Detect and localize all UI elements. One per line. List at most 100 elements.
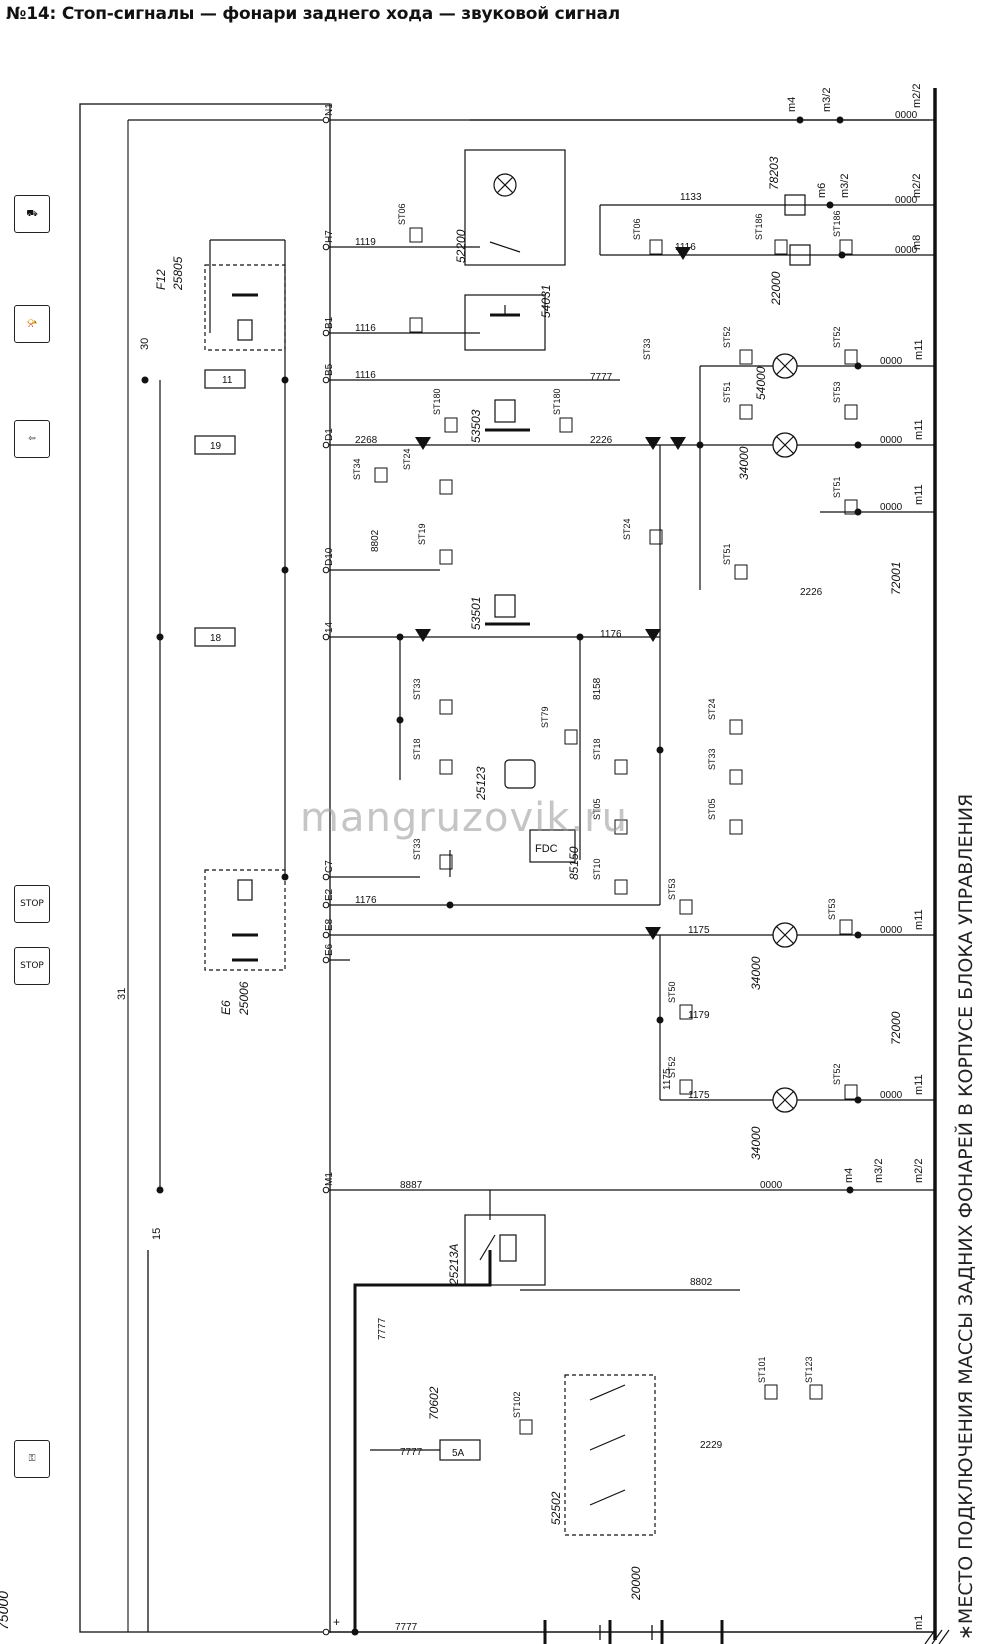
svg-text:ST51: ST51 [722,543,732,565]
side-labels: 30 31 15 [116,338,163,1240]
fuse-5a [439,1439,481,1461]
svg-text:7777: 7777 [590,372,613,383]
svg-text:ST102: ST102 [512,1391,522,1418]
svg-text:2268: 2268 [355,435,378,446]
stop-lamp-icon: STOP [14,885,50,923]
reverse-icon: ⇦ [14,420,50,458]
svg-text:18: 18 [210,633,222,644]
pin-labels: N1 H7 B1 B5 D1 D10 14 C7 E2 E8 E6 M1 + [324,103,340,1629]
svg-text:2226: 2226 [800,587,823,598]
svg-text:30: 30 [139,338,151,350]
svg-text:70602: 70602 [427,1386,441,1420]
svg-text:0000: 0000 [880,502,903,513]
svg-text:25123: 25123 [474,766,488,801]
svg-text:53503: 53503 [469,409,483,443]
svg-text:ST33: ST33 [642,338,652,360]
svg-text:m2/2: m2/2 [911,84,923,108]
svg-text:m11: m11 [913,419,925,440]
svg-text:D10: D10 [324,547,335,566]
svg-text:ST52: ST52 [667,1056,677,1078]
svg-text:ST52: ST52 [722,326,732,348]
svg-text:ST18: ST18 [592,738,602,760]
svg-text:m2/2: m2/2 [913,1159,925,1183]
svg-text:ST33: ST33 [412,678,422,700]
svg-text:8802: 8802 [370,529,381,552]
svg-text:0000: 0000 [895,195,918,206]
ground-labels: m4 m3/2 m2/2 m6 m3/2 m2/2 m8 m11 m11 m11… [786,84,925,1630]
svg-text:8158: 8158 [592,677,603,700]
wire-labels: 0000 0000 0000 0000 0000 0000 0000 0000 … [355,110,918,1633]
svg-text:1133: 1133 [680,192,702,203]
svg-text:m2/2: m2/2 [911,174,923,198]
relay-25213a [464,1214,546,1286]
fuse-18 [194,627,236,647]
svg-text:ST79: ST79 [540,706,550,728]
svg-text:11: 11 [222,375,233,386]
svg-text:m4: m4 [786,97,798,112]
svg-text:7777: 7777 [395,1622,418,1633]
footnote: ∗МЕСТО ПОДКЛЮЧЕНИЯ МАССЫ ЗАДНИХ ФОНАРЕЙ … [955,793,977,1640]
svg-text:54031: 54031 [539,285,553,318]
svg-text:78203: 78203 [767,156,781,190]
svg-text:5A: 5A [452,1448,465,1459]
fuse-19 [194,435,236,455]
svg-text:1175: 1175 [662,1068,673,1090]
svg-text:0000: 0000 [880,1090,903,1101]
watermark: mangruzovik.ru [300,795,628,841]
control-box-outline [79,103,331,1633]
svg-text:ST53: ST53 [667,878,677,900]
svg-text:ST06: ST06 [632,218,642,240]
svg-text:ST24: ST24 [402,448,412,470]
fuse-11 [204,369,246,389]
svg-text:25213A: 25213A [447,1244,461,1286]
svg-text:ST186: ST186 [754,213,764,240]
svg-text:E6: E6 [219,1000,233,1015]
svg-text:53501: 53501 [469,597,483,630]
svg-text:ST180: ST180 [432,388,442,415]
connector-labels: ST06 ST180 ST180 ST24 ST34 ST19 ST24 ST3… [352,203,842,1418]
svg-text:ST10: ST10 [592,858,602,880]
svg-text:m6: m6 [816,183,828,198]
svg-text:20000: 20000 [629,1566,643,1601]
trailer-icon: ⛟ [14,195,50,233]
svg-text:1175: 1175 [688,925,710,936]
svg-text:22000: 22000 [769,271,783,306]
svg-text:1176: 1176 [355,895,377,906]
svg-text:1116: 1116 [355,370,376,381]
component-labels: F12 25805 E6 25006 11 19 18 52200 54031 … [154,156,903,1601]
svg-text:ST51: ST51 [722,381,732,403]
svg-text:B1: B1 [324,316,335,329]
svg-text:ST53: ST53 [827,898,837,920]
fdc-box [529,829,576,863]
horn-button-54031 [464,294,546,351]
svg-text:ST180: ST180 [552,388,562,415]
svg-text:ST18: ST18 [412,738,422,760]
svg-text:25006: 25006 [237,981,251,1016]
svg-text:m1: m1 [913,1615,925,1630]
svg-text:ST52: ST52 [832,326,842,348]
relay-e6 [204,869,286,971]
fdc-label: FDC [535,843,558,855]
svg-text:m3/2: m3/2 [873,1159,885,1183]
svg-text:7777: 7777 [400,1447,423,1458]
svg-text:8802: 8802 [690,1277,713,1288]
svg-text:F12: F12 [154,269,168,290]
svg-text:8887: 8887 [400,1180,423,1191]
svg-text:1179: 1179 [688,1010,710,1021]
svg-text:+: + [333,1615,340,1629]
svg-text:34000: 34000 [749,1126,763,1160]
svg-text:34000: 34000 [749,956,763,990]
svg-text:54000: 54000 [754,366,768,400]
svg-text:0000: 0000 [880,925,903,936]
switch-52200 [464,149,566,266]
svg-text:m4: m4 [843,1168,855,1183]
svg-text:m11: m11 [913,1074,925,1095]
svg-text:1116: 1116 [675,242,696,253]
svg-text:25805: 25805 [171,256,185,291]
svg-text:ST33: ST33 [707,748,717,770]
svg-text:85150: 85150 [567,846,581,880]
svg-text:31: 31 [116,988,128,1000]
stop-lamp-trailer-icon: STOP [14,947,50,985]
svg-text:0000: 0000 [880,435,903,446]
